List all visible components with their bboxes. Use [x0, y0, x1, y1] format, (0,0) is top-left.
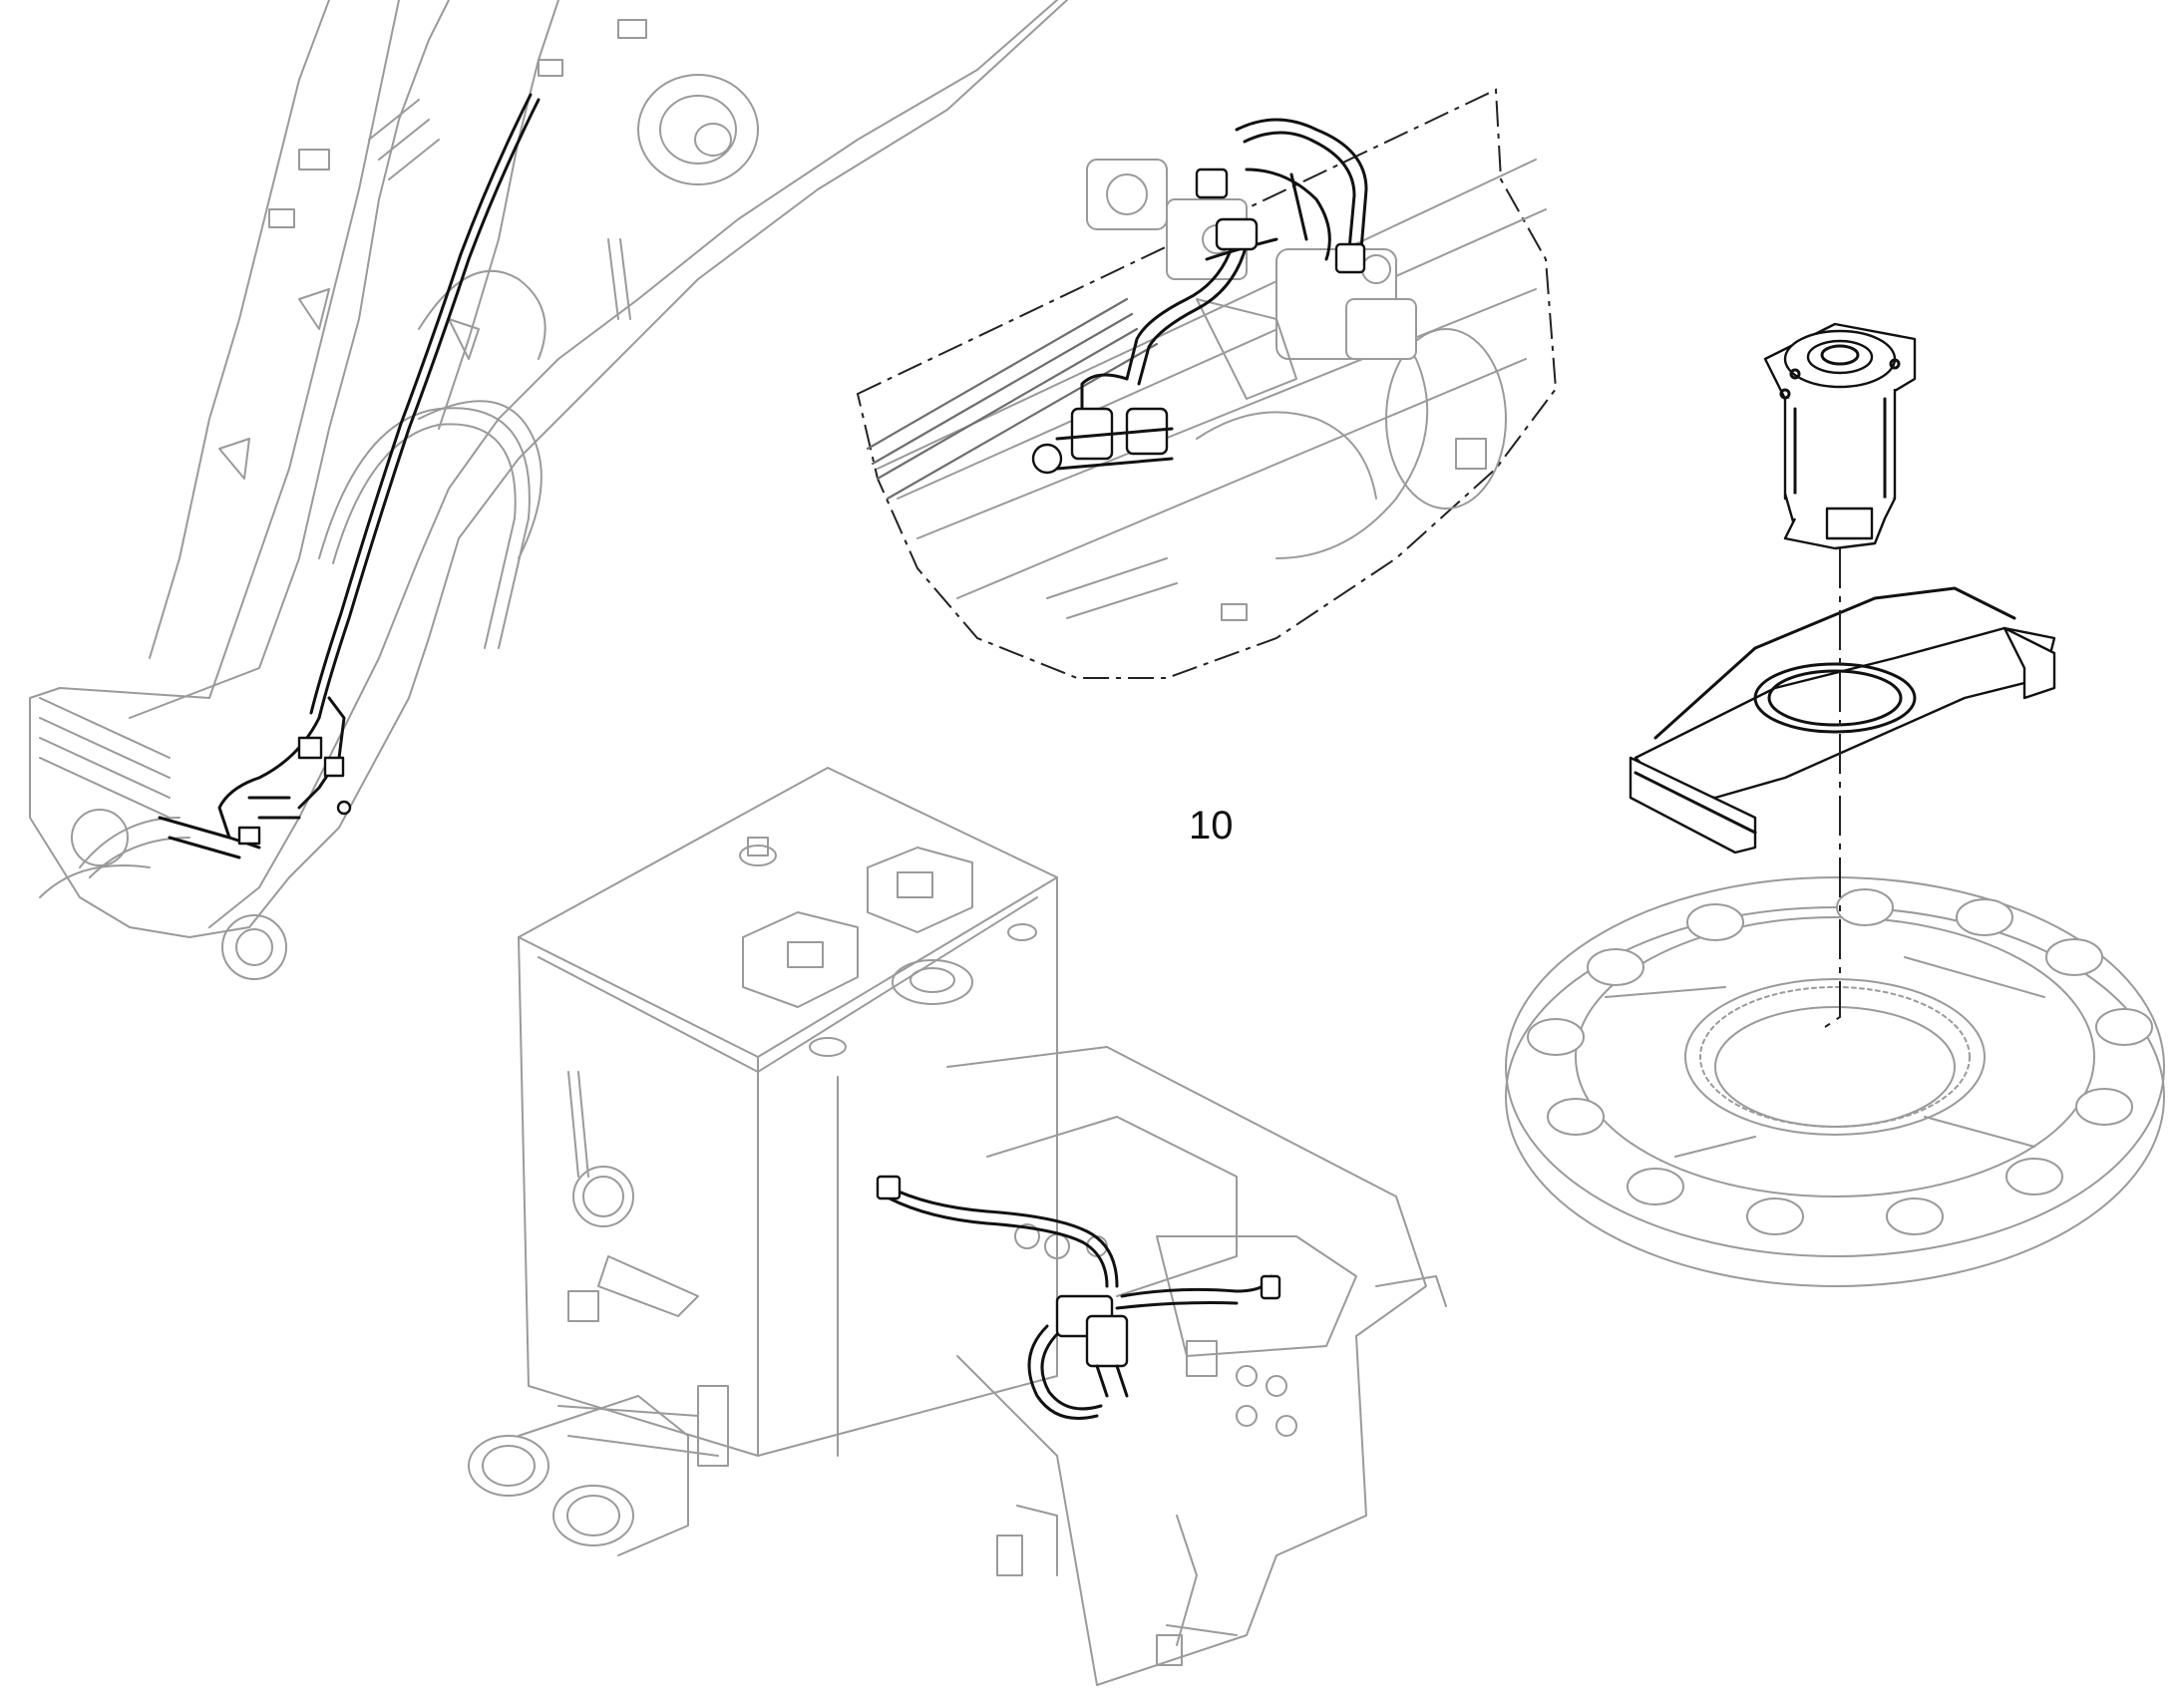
- boom-pivot-bottom: [221, 914, 287, 980]
- boom-hose-highlight: [317, 98, 541, 720]
- boom-assembly: [29, 0, 1068, 980]
- tank-hose-highlight: [876, 1175, 1281, 1420]
- tank-outline: [518, 767, 1058, 1457]
- u-hose: [318, 407, 531, 649]
- assembly-axis: [1824, 548, 1841, 1028]
- detail-hose-highlight: [1031, 118, 1368, 475]
- bearing-bolt-caps: [1527, 888, 2153, 1235]
- bearing-ring: [1505, 876, 2165, 1287]
- tank-frame-assembly: [468, 767, 1447, 1686]
- pump-coupling: [468, 1385, 729, 1556]
- boom-fitting-cluster: [158, 696, 352, 859]
- boom-pivot-top: [637, 74, 759, 185]
- swing-motor: [1763, 322, 1917, 550]
- exploded-motor-assembly: [1505, 322, 2165, 1287]
- adapter-plate: [1629, 586, 2056, 854]
- boom-outline: [29, 0, 1068, 938]
- callout-item-number: 10: [1189, 804, 1234, 848]
- control-panel-frame: [946, 1046, 1447, 1686]
- detail-callout-valve: [856, 88, 1558, 679]
- detail-boundary: [856, 88, 1558, 679]
